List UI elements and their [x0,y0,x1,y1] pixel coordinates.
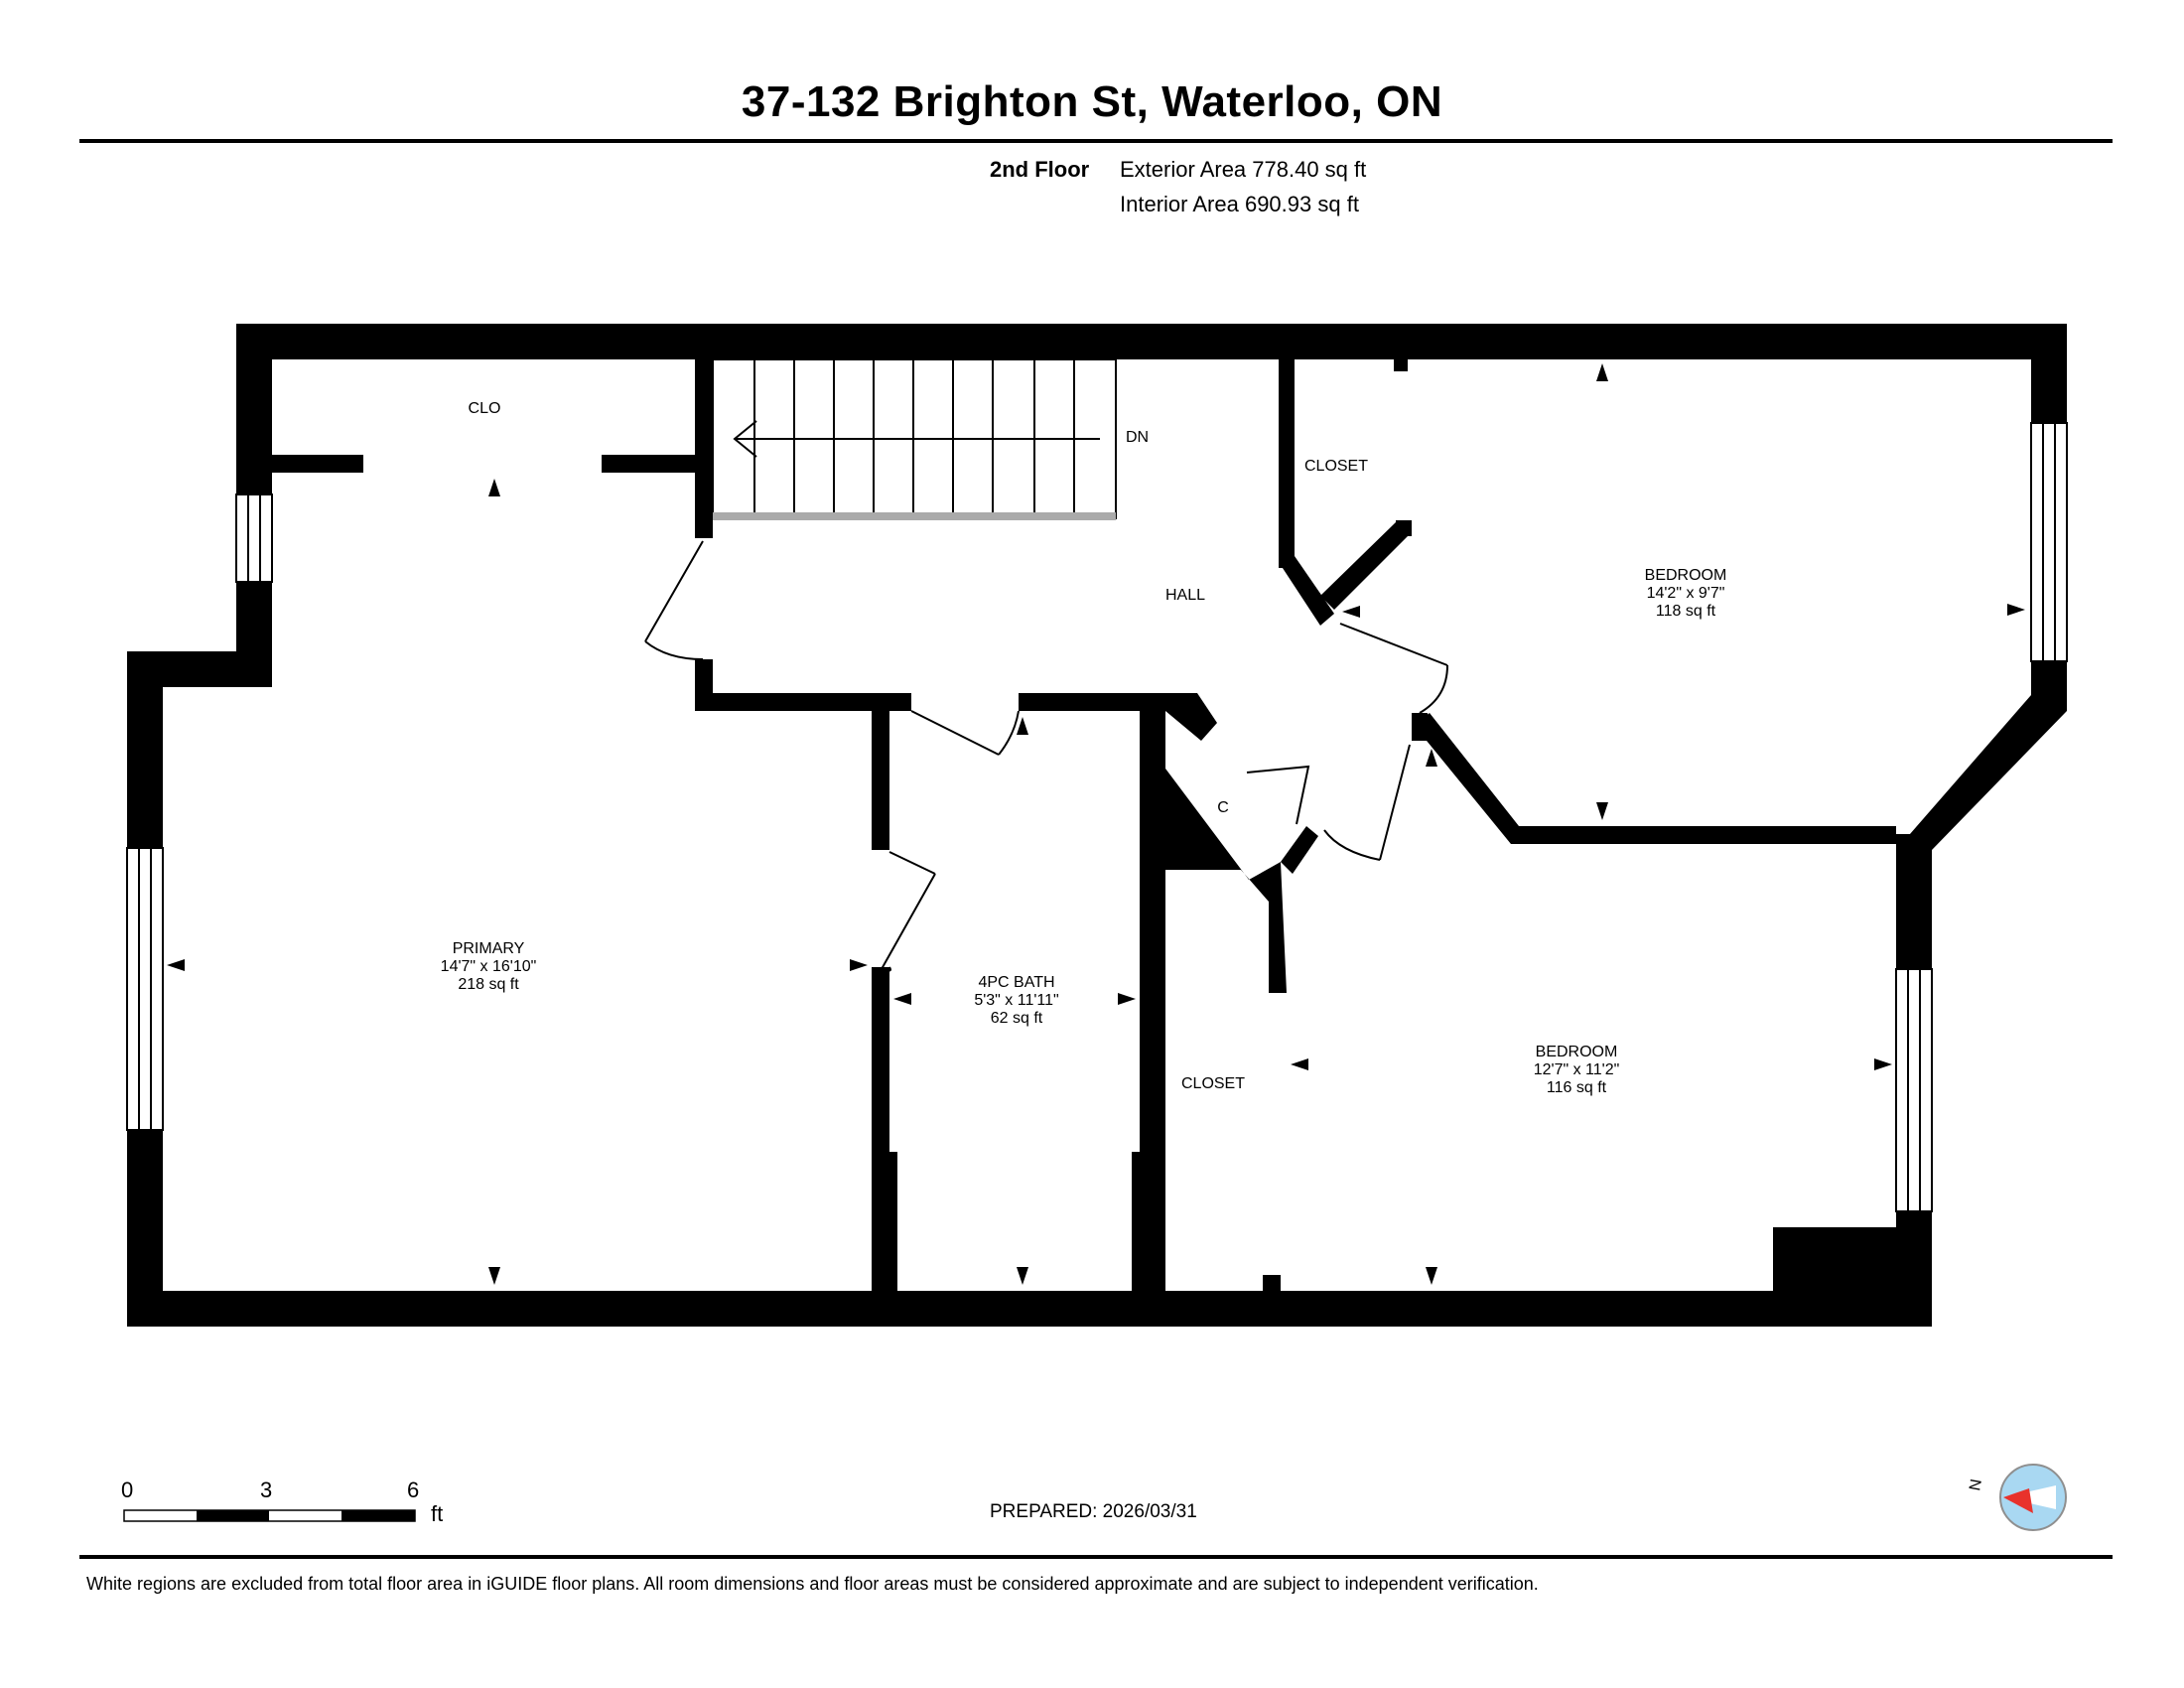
bedroom1-dims: 14'2" x 9'7" [1647,585,1725,602]
compass-n-label: N [1967,1477,1985,1491]
scale-tick-6: 6 [407,1477,420,1502]
doors [644,540,1448,972]
windows [126,422,2068,1212]
scale-tick-3: 3 [260,1477,273,1502]
scale-bar [123,1509,416,1522]
north-arrow-icon: N [1967,1464,2067,1531]
bath-dims: 5'3" x 11'11" [974,992,1058,1009]
c-closet-label: C [1217,799,1229,816]
primary-name: PRIMARY [453,940,525,957]
prepared-date: PREPARED: 2026/03/31 [990,1501,1197,1522]
bedroom1-area: 118 sq ft [1656,603,1716,620]
scale-unit: ft [431,1501,444,1526]
floor-label: 2nd Floor [990,157,1090,182]
closet-upper-label: CLOSET [1304,458,1368,475]
footer-rule [79,1555,2113,1559]
bedroom1-name: BEDROOM [1645,567,1727,584]
disclaimer-text: White regions are excluded from total fl… [86,1574,1539,1594]
primary-dims: 14'7" x 16'10" [441,958,537,975]
clo-label: CLO [469,400,501,417]
bath-area: 62 sq ft [991,1010,1043,1027]
dimension-markers [167,363,2025,1285]
bedroom2-dims: 12'7" x 11'2" [1534,1061,1620,1078]
closet-lower-label: CLOSET [1181,1075,1245,1092]
hall-label: HALL [1165,587,1205,604]
page-title: 37-132 Brighton St, Waterloo, ON [741,77,1443,126]
walls [127,324,2067,1327]
bath-name: 4PC BATH [978,974,1054,991]
stairs [712,358,1117,520]
stairs-dn-label: DN [1126,429,1149,446]
interior-area: Interior Area 690.93 sq ft [1120,192,1359,216]
scale-tick-0: 0 [121,1477,134,1502]
primary-area: 218 sq ft [458,976,519,993]
bedroom2-area: 116 sq ft [1547,1079,1607,1096]
exterior-area: Exterior Area 778.40 sq ft [1120,157,1367,182]
header-rule [79,139,2113,143]
bedroom2-name: BEDROOM [1536,1044,1618,1060]
